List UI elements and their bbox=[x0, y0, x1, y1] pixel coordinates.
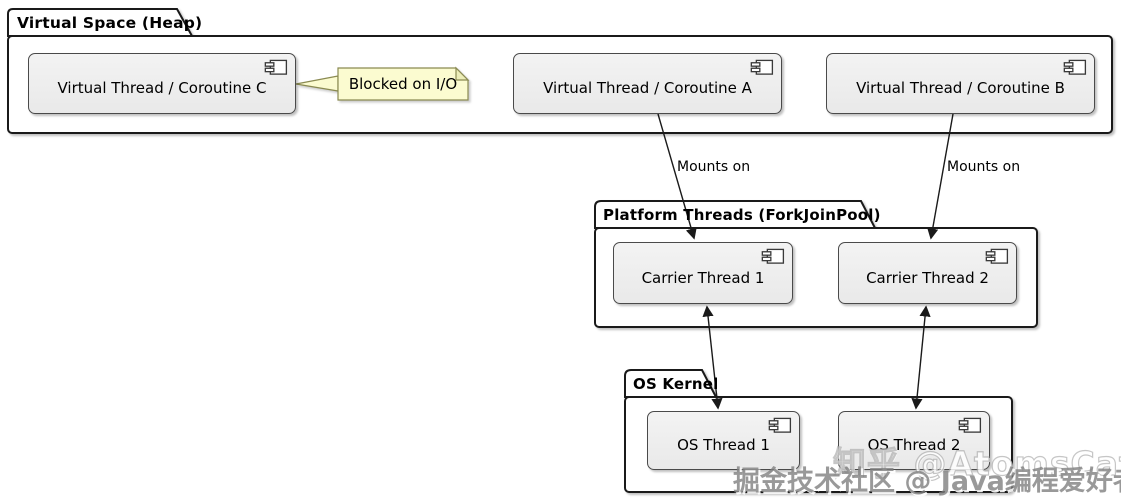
component-label: Virtual Thread / Coroutine B bbox=[856, 79, 1065, 97]
arrow-vt-b-to-carrier-2 bbox=[927, 113, 954, 240]
component-icon bbox=[985, 248, 1009, 264]
component-carrier-thread-1: Carrier Thread 1 bbox=[613, 242, 793, 304]
arrow-carrier-1-os-thread-1 bbox=[702, 305, 723, 410]
component-icon bbox=[958, 417, 982, 433]
component-label: Carrier Thread 1 bbox=[641, 268, 765, 287]
diagram-arrows bbox=[657, 113, 954, 410]
component-label: OS Thread 2 bbox=[867, 436, 961, 454]
component-icon bbox=[1063, 59, 1087, 75]
component-icon bbox=[768, 417, 792, 433]
component-label: Virtual Thread / Coroutine C bbox=[57, 79, 267, 97]
component-virtual-thread-b: Virtual Thread / Coroutine B bbox=[826, 53, 1095, 114]
component-icon bbox=[761, 248, 785, 264]
component-carrier-thread-2: Carrier Thread 2 bbox=[838, 242, 1017, 304]
component-os-thread-1: OS Thread 1 bbox=[647, 411, 800, 470]
arrow-vt-a-to-carrier-1 bbox=[657, 113, 697, 240]
edge-label-mounts-on-b: Mounts on bbox=[947, 159, 1021, 175]
component-label: Carrier Thread 2 bbox=[866, 268, 989, 287]
package-title-platform-threads: Platform Threads (ForkJoinPool) bbox=[603, 206, 881, 224]
component-virtual-thread-c: Virtual Thread / Coroutine C bbox=[28, 53, 296, 114]
component-label: OS Thread 1 bbox=[677, 436, 770, 454]
component-icon bbox=[750, 59, 774, 75]
package-title-virtual-space: Virtual Space (Heap) bbox=[17, 14, 203, 32]
note-blocked-on-io: Blocked on I/O bbox=[348, 75, 458, 93]
edge-label-mounts-on-a: Mounts on bbox=[677, 159, 751, 175]
component-os-thread-2: OS Thread 2 bbox=[838, 411, 990, 470]
package-title-os-kernel: OS Kernel bbox=[633, 375, 719, 393]
component-virtual-thread-a: Virtual Thread / Coroutine A bbox=[513, 53, 782, 114]
arrow-carrier-2-os-thread-2 bbox=[911, 305, 931, 410]
component-icon bbox=[264, 59, 288, 75]
component-label: Virtual Thread / Coroutine A bbox=[543, 79, 752, 97]
note-blocked-on-io-shape bbox=[295, 66, 470, 101]
